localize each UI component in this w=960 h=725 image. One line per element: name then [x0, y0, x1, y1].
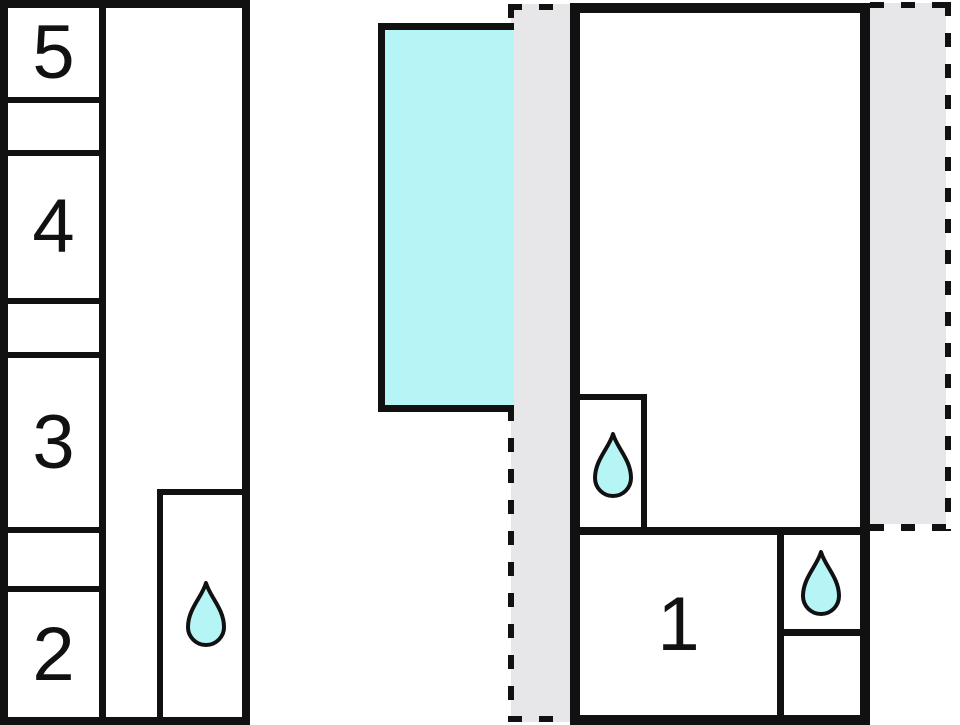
wall: [8, 352, 99, 358]
wall: [8, 298, 99, 304]
room-3-label: 3: [32, 399, 75, 485]
terrace-left-dashed-bottom: [508, 716, 570, 722]
terrace-right-dashed-top: [870, 2, 960, 8]
swimming-pool: [378, 23, 514, 412]
wall: [641, 394, 647, 535]
terrace-left: [511, 4, 570, 722]
terrace-right-dashed-right: [945, 2, 951, 531]
room-4-label: 4: [32, 184, 75, 269]
terrace-right: [870, 3, 946, 524]
wall: [8, 97, 99, 103]
water-drop-icon: [801, 550, 841, 616]
wall: [777, 535, 784, 715]
wall: [8, 150, 99, 156]
wall: [99, 8, 106, 717]
wall: [784, 629, 860, 636]
wall: [8, 586, 99, 592]
water-drop-icon: [186, 581, 226, 647]
wall: [580, 527, 860, 535]
wall: [157, 489, 163, 717]
room-5-label: 5: [32, 9, 75, 95]
terrace-right-dashed-bottom: [870, 524, 960, 531]
wall: [8, 527, 99, 533]
room-2-label: 2: [32, 611, 75, 697]
wall: [157, 489, 242, 495]
wall: [580, 394, 647, 400]
water-drop-icon: [593, 432, 633, 498]
room-1-label: 1: [657, 582, 700, 667]
terrace-left-dashed-top: [508, 4, 570, 10]
